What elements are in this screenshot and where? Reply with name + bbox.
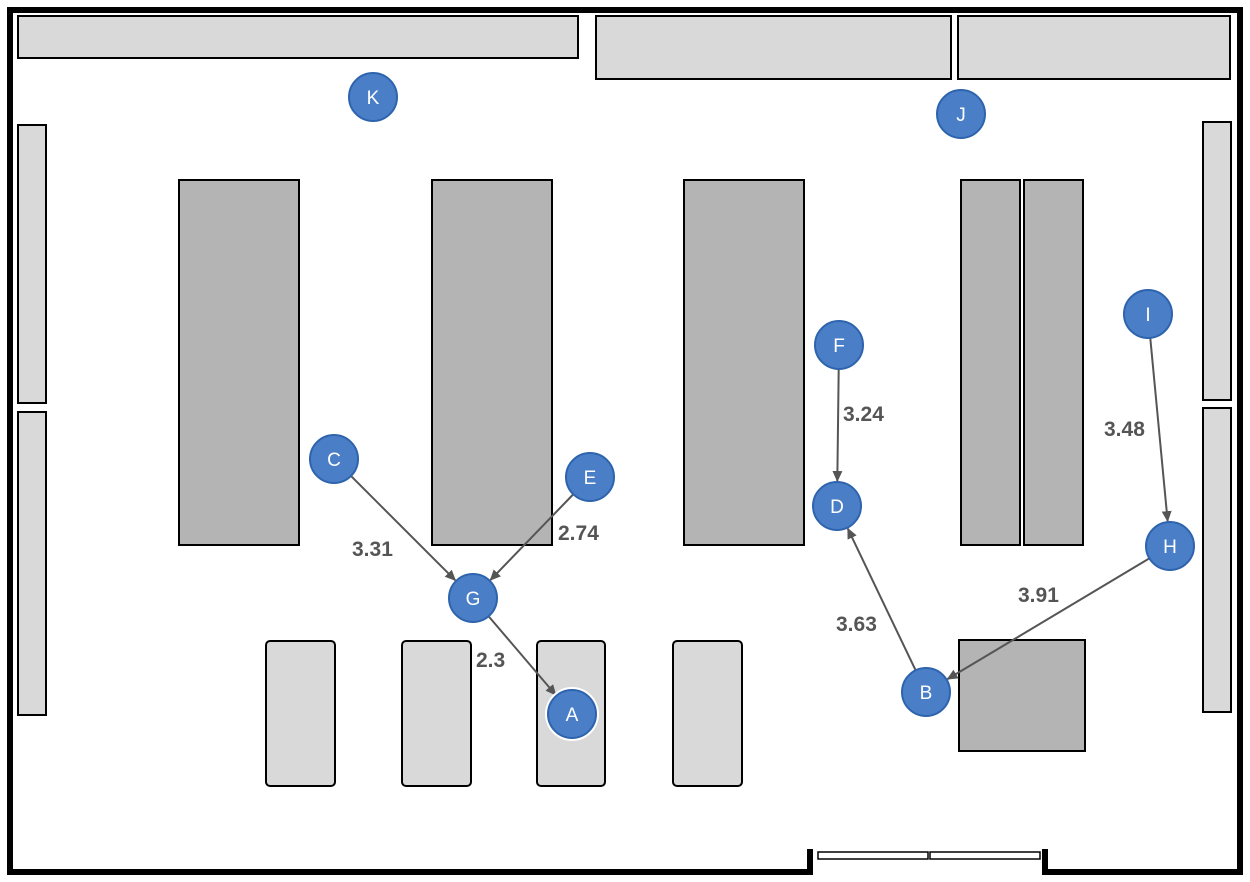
- node-label: G: [466, 589, 481, 610]
- table-4: [672, 640, 743, 787]
- edge-weight-label: 2.74: [558, 522, 599, 545]
- node-label: K: [367, 88, 380, 109]
- counter-top-right: [957, 15, 1231, 80]
- shelf-1: [178, 179, 300, 546]
- edges: 3.31 2.74 2.3 3.24 3.63 3.91 3.48: [350, 337, 1172, 696]
- node-circle: [1145, 521, 1195, 571]
- edge-g-a: [487, 615, 557, 696]
- edge-weight-label: 2.3: [476, 649, 505, 672]
- node-label: C: [327, 450, 341, 471]
- node-circle: [936, 89, 986, 139]
- node-circle: [448, 573, 498, 623]
- node-label: B: [920, 683, 933, 704]
- edge-h-b: [946, 557, 1150, 681]
- shelf-4b: [1023, 179, 1084, 546]
- node-label: I: [1145, 305, 1150, 326]
- node-label: A: [566, 705, 579, 726]
- walls: [7, 7, 1243, 875]
- edge-i-h: [1149, 337, 1172, 523]
- node-label: D: [830, 497, 844, 518]
- node-circle: [1123, 289, 1173, 339]
- node-k: K: [348, 72, 398, 122]
- node-circle: [547, 689, 597, 739]
- node-label: H: [1163, 537, 1177, 558]
- node-e: E: [565, 452, 615, 502]
- node-a: A: [545, 687, 599, 741]
- wall-counters: [17, 15, 1232, 716]
- shelf-4a: [960, 179, 1021, 546]
- edge-weight-label: 3.48: [1104, 418, 1145, 441]
- node-f: F: [814, 320, 864, 370]
- node-i: I: [1123, 289, 1173, 339]
- node-g: G: [448, 573, 498, 623]
- counter-right-upper: [1202, 121, 1232, 401]
- node-h: H: [1145, 521, 1195, 571]
- node-c: C: [309, 434, 359, 484]
- door-panel-right: [929, 851, 1041, 860]
- node-circle: [812, 481, 862, 531]
- node-circle: [309, 434, 359, 484]
- shelf-3: [683, 179, 805, 546]
- node-circle: [565, 452, 615, 502]
- node-circle: [814, 320, 864, 370]
- edge-f-d: [832, 368, 843, 483]
- counter-left-upper: [17, 124, 47, 404]
- edge-e-g: [489, 493, 575, 581]
- node-j: J: [936, 89, 986, 139]
- node-d: D: [812, 481, 862, 531]
- display-tables: [265, 640, 743, 787]
- edge-weight-label: 3.31: [352, 538, 393, 561]
- counter-right-lower: [1202, 407, 1232, 713]
- node-label: E: [584, 468, 597, 489]
- edge-b-d: [846, 527, 917, 671]
- node-label: J: [956, 105, 966, 126]
- counter-left-lower: [17, 411, 47, 716]
- node-b: B: [901, 667, 951, 717]
- edge-weight-label: 3.91: [1018, 584, 1059, 607]
- entrance-door: [817, 851, 1041, 860]
- nodes: A B C D E F G H I J K: [309, 72, 1195, 741]
- node-circle: [901, 667, 951, 717]
- shelf-2: [431, 179, 553, 546]
- node-label: F: [833, 336, 845, 357]
- edge-weight-label: 3.63: [836, 613, 877, 636]
- node-circle: [348, 72, 398, 122]
- shelves: [178, 179, 1086, 752]
- table-2: [401, 640, 472, 787]
- counter-top-middle: [595, 15, 952, 80]
- door-panel-left: [817, 851, 929, 860]
- table-1: [265, 640, 336, 787]
- counter-top-left: [17, 15, 579, 59]
- shelf-square: [958, 639, 1086, 752]
- edge-weight-label: 3.24: [843, 403, 884, 426]
- edge-c-g: [350, 475, 457, 582]
